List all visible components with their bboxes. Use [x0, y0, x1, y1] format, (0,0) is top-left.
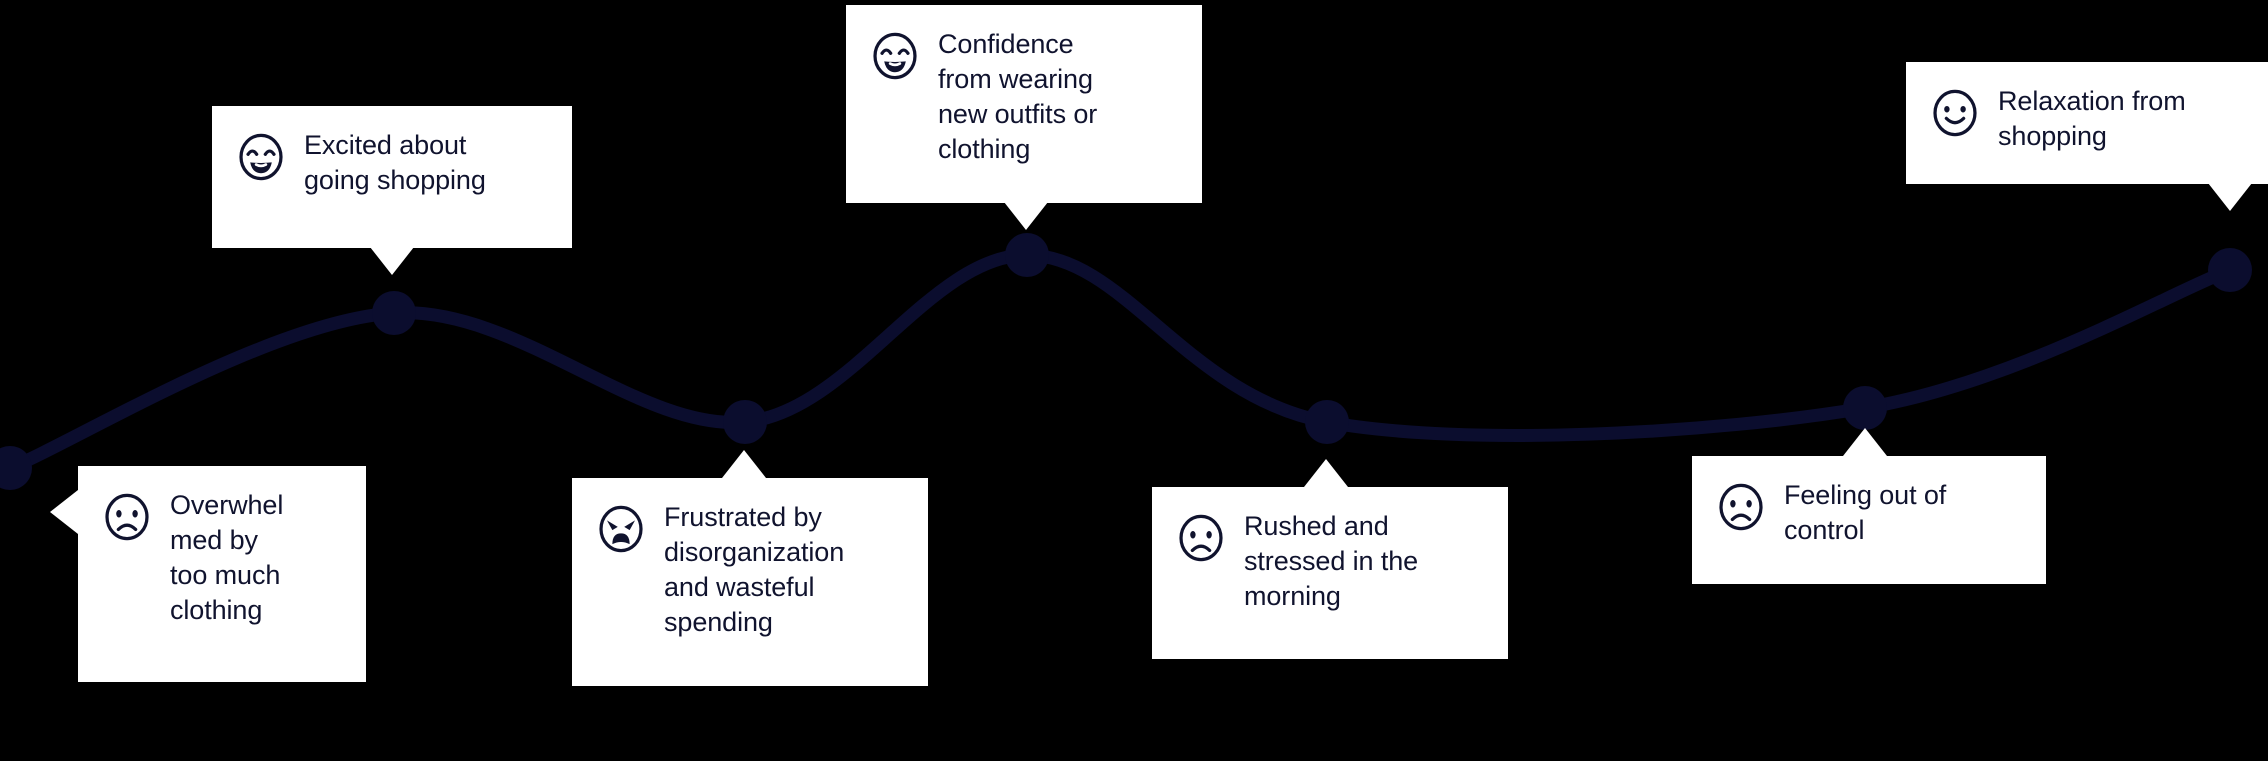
- journey-node[interactable]: [0, 446, 32, 490]
- callout-label-excited: Excited about going shopping: [304, 130, 486, 196]
- sad-face-icon: [1174, 511, 1228, 565]
- sad-face-icon: [100, 490, 154, 544]
- callout-label-out-of-control: Feeling out of control: [1784, 480, 1947, 546]
- grinning-face-icon: [234, 130, 288, 184]
- grinning-face-icon: [868, 29, 922, 83]
- callout-frustrated[interactable]: Frustrated by disorganization and wastef…: [572, 478, 928, 686]
- callout-label-overwhelmed: Overwhel med by too much clothing: [170, 490, 284, 626]
- callout-label-rushed: Rushed and stressed in the morning: [1244, 511, 1419, 612]
- angry-face-icon: [594, 502, 648, 556]
- callout-tail-frustrated: [722, 450, 766, 478]
- callout-label-relaxation: Relaxation from shopping: [1998, 86, 2186, 152]
- journey-node-group: [0, 233, 2252, 490]
- callout-tail-out-of-control: [1843, 428, 1887, 456]
- callout-tail-relaxation: [2208, 183, 2252, 211]
- journey-node[interactable]: [372, 291, 416, 335]
- callout-tail-overwhelmed: [50, 490, 78, 534]
- callout-tail-rushed: [1304, 459, 1348, 487]
- slight-smile-face-icon: [1928, 86, 1982, 140]
- callout-label-frustrated: Frustrated by disorganization and wastef…: [664, 502, 845, 638]
- callout-label-confidence: Confidence from wearing new outfits or c…: [938, 29, 1098, 165]
- journey-node[interactable]: [1005, 233, 1049, 277]
- journey-node[interactable]: [723, 400, 767, 444]
- callout-overwhelmed[interactable]: Overwhel med by too much clothing: [78, 466, 366, 682]
- callout-excited[interactable]: Excited about going shopping: [212, 106, 572, 248]
- journey-node[interactable]: [2208, 248, 2252, 292]
- callout-tail-confidence: [1004, 202, 1048, 230]
- sad-face-icon: [1714, 480, 1768, 534]
- callout-rushed[interactable]: Rushed and stressed in the morning: [1152, 487, 1508, 659]
- callout-out-of-control[interactable]: Feeling out of control: [1692, 456, 2046, 584]
- journey-curve: [3, 248, 2237, 475]
- callout-relaxation[interactable]: Relaxation from shopping: [1906, 62, 2268, 184]
- callout-confidence[interactable]: Confidence from wearing new outfits or c…: [846, 5, 1202, 203]
- journey-node[interactable]: [1843, 386, 1887, 430]
- callout-tail-excited: [370, 247, 414, 275]
- journey-node[interactable]: [1305, 400, 1349, 444]
